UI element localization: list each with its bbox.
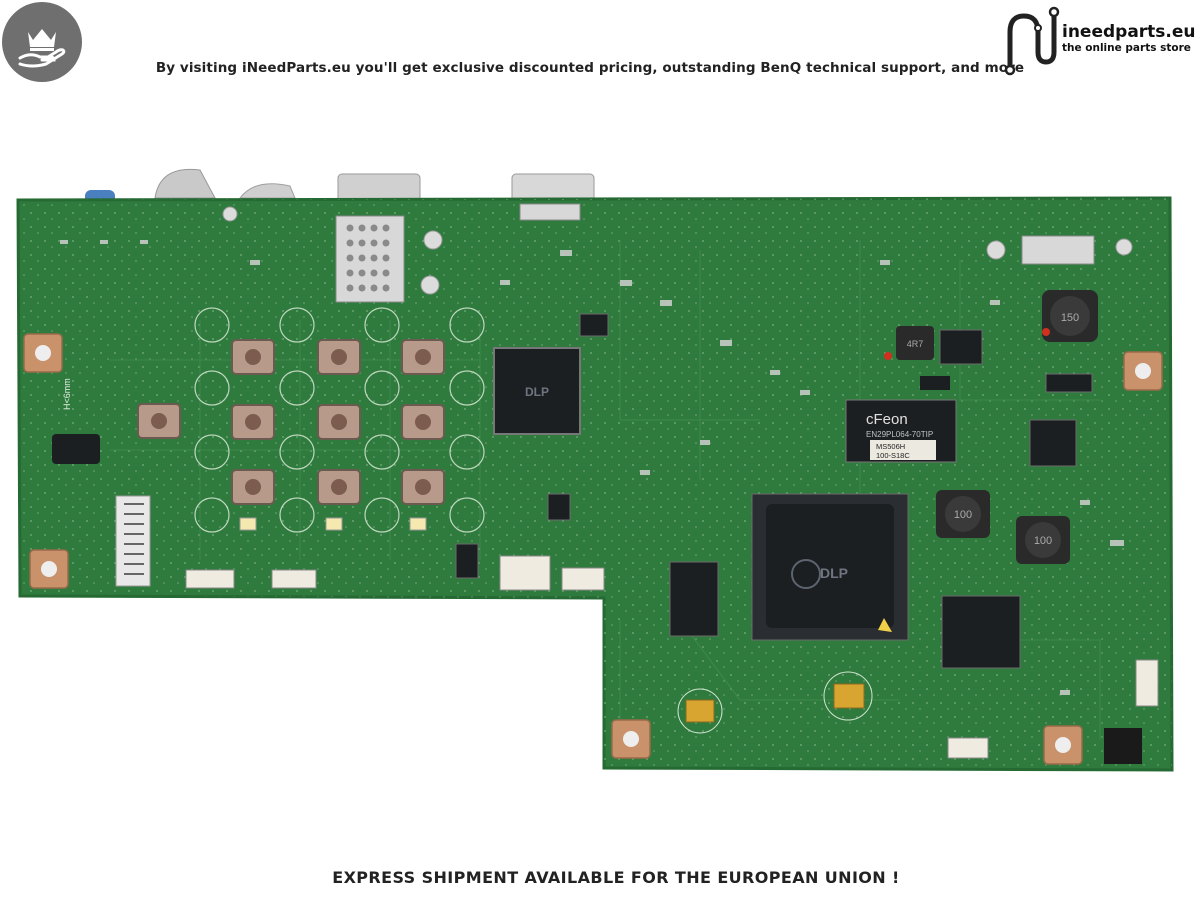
promo-tagline: By visiting iNeedParts.eu you'll get exc… (155, 60, 1025, 76)
crown-on-hand-icon (18, 29, 66, 68)
push-buttons (137, 339, 445, 505)
silk-note: H<6mm (62, 378, 72, 410)
svg-text:100: 100 (1034, 535, 1052, 547)
ic-chips (455, 313, 1093, 669)
flash-chip: cFeon EN29PL064-70TIP MS506H 100-S18C (845, 399, 957, 463)
tantalum-caps (677, 671, 873, 734)
pin-header (335, 203, 1095, 303)
dlp-chip-small: DLP (493, 347, 581, 435)
svg-text:DLP: DLP (525, 385, 549, 399)
button-guides (194, 307, 485, 533)
brand-name: ineedparts.eu (1062, 22, 1196, 42)
shipping-note: EXPRESS SHIPMENT AVAILABLE FOR THE EUROP… (332, 868, 900, 887)
circuit-n-logo-icon (1004, 6, 1060, 76)
inductors: 150 100 100 4R7 (896, 290, 1098, 564)
jst-connectors (185, 555, 1159, 759)
ribbon-connector (115, 495, 151, 587)
top-connectors (85, 168, 595, 208)
svg-text:4R7: 4R7 (907, 339, 924, 349)
black-connector (1104, 728, 1142, 764)
brand-logo[interactable]: ineedparts.eu the online parts store (1000, 2, 1196, 78)
dlp-chip-main: DLP (751, 493, 909, 641)
crown-badge (2, 2, 82, 82)
svg-text:cFeon: cFeon (866, 411, 908, 428)
svg-text:EN29PL064-70TIP: EN29PL064-70TIP (866, 430, 933, 439)
svg-text:MS506H: MS506H (876, 442, 905, 451)
svg-text:150: 150 (1061, 312, 1079, 324)
brand-subtitle: the online parts store (1062, 42, 1191, 54)
svg-text:100: 100 (954, 509, 972, 521)
svg-text:100-S18C: 100-S18C (876, 451, 910, 460)
pcb-board-photo: DLP DLP cFeon EN29PL064-70TIP MS506H 100… (16, 168, 1174, 772)
svg-text:DLP: DLP (820, 565, 848, 581)
